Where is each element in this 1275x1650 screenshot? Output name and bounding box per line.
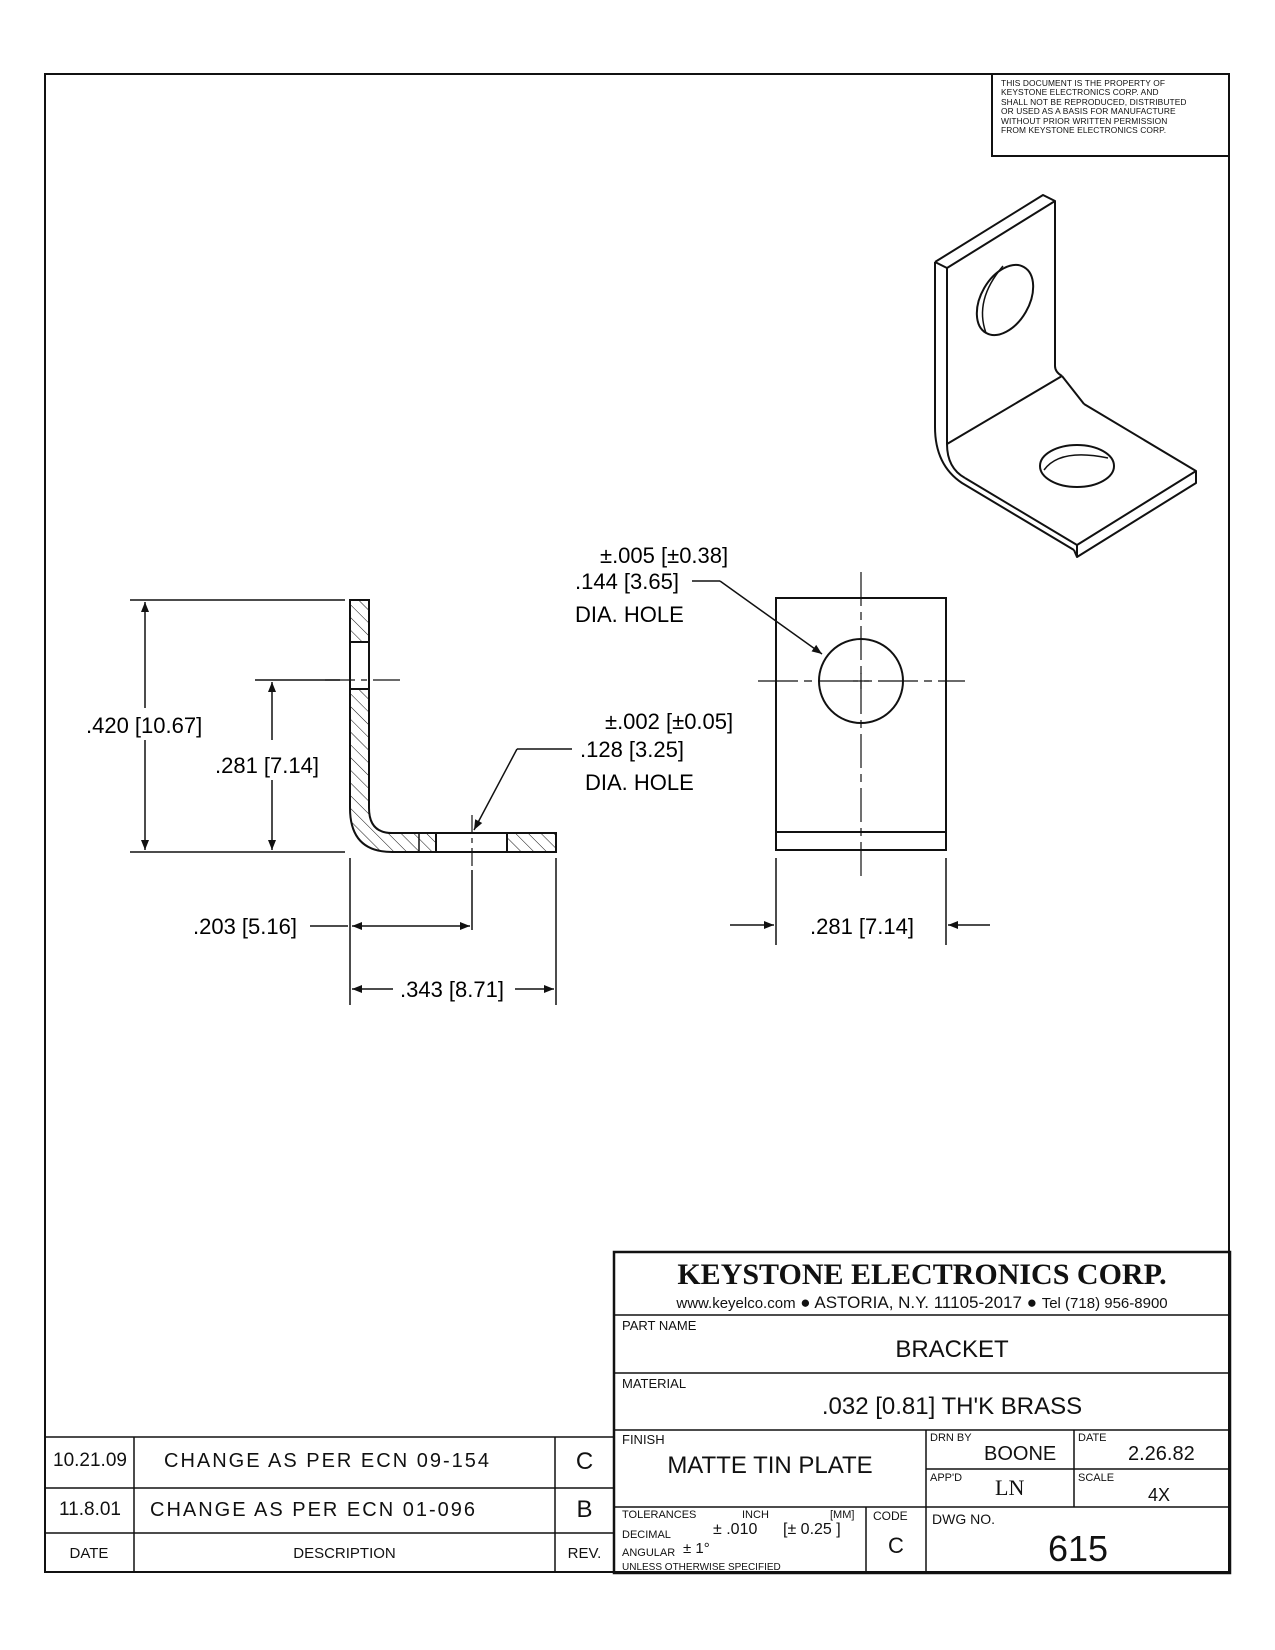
revision-letter-header: REV. <box>567 1545 602 1562</box>
width-dimension: .281 [7.14] <box>810 914 914 939</box>
isometric-view <box>934 194 1197 558</box>
material-label: MATERIAL <box>622 1376 687 1391</box>
hole1-tolerance: ±.005 [±0.38] <box>600 543 728 568</box>
code-label: CODE <box>873 1509 908 1523</box>
revision-block-grid <box>44 1436 614 1573</box>
part-name-label: PART NAME <box>622 1318 697 1333</box>
revision-date-header: DATE <box>69 1545 109 1562</box>
side-section-view <box>325 599 557 870</box>
decimal-tolerance-inch: ± .010 <box>713 1521 758 1538</box>
unless-specified-label: UNLESS OTHERWISE SPECIFIED <box>622 1562 781 1573</box>
company-name: KEYSTONE ELECTRONICS CORP. <box>677 1258 1167 1291</box>
angular-label: ANGULAR <box>622 1547 676 1559</box>
scale-value: 4X <box>1148 1485 1171 1505</box>
mm-label: [MM] <box>830 1509 855 1521</box>
title-block-grid <box>612 1250 1232 1575</box>
revision-date: 10.21.09 <box>53 1450 127 1471</box>
decimal-tolerance-mm: [± 0.25 ] <box>783 1521 841 1538</box>
hole1-size: .144 [3.65] <box>575 569 679 594</box>
front-view <box>758 572 965 945</box>
drawn-by-label: DRN BY <box>930 1432 972 1444</box>
tolerances-label: TOLERANCES <box>622 1509 697 1521</box>
decimal-label: DECIMAL <box>622 1529 671 1541</box>
revision-letter: B <box>576 1496 593 1523</box>
material-value: .032 [0.81] TH'K BRASS <box>821 1393 1083 1420</box>
hole-height-dimension: .281 [7.14] <box>215 753 319 778</box>
revision-date: 11.8.01 <box>59 1499 121 1520</box>
revision-description: CHANGE AS PER ECN 09-154 <box>164 1450 491 1472</box>
code-value: C <box>888 1533 904 1558</box>
drawing-number-label: DWG NO. <box>932 1511 995 1527</box>
revision-letter: C <box>575 1448 594 1475</box>
revision-description: CHANGE AS PER ECN 01-096 <box>150 1499 477 1521</box>
drawing-number: 615 <box>1047 1528 1109 1569</box>
notice-line: FROM KEYSTONE ELECTRONICS CORP. <box>1001 125 1167 136</box>
company-phone: Tel (718) 956-8900 <box>1041 1295 1168 1312</box>
notice-line: SHALL NOT BE REPRODUCED, DISTRIBUTED <box>1001 96 1187 107</box>
property-notice: THIS DOCUMENT IS THE PROPERTY OF KEYSTON… <box>991 73 1230 157</box>
overall-height-dimension: .420 [10.67] <box>86 713 202 738</box>
date-value: 2.26.82 <box>1128 1443 1195 1465</box>
drawn-by-value: BOONE <box>984 1443 1057 1465</box>
part-name: BRACKET <box>895 1336 1009 1363</box>
hole1-label: DIA. HOLE <box>575 602 684 627</box>
hole2-tolerance: ±.002 [±0.05] <box>605 709 733 734</box>
angular-tolerance: ± 1° <box>683 1540 710 1557</box>
hole-offset-dimension: .203 [5.16] <box>193 914 297 939</box>
revision-description-header: DESCRIPTION <box>293 1545 396 1562</box>
inch-label: INCH <box>742 1509 769 1521</box>
side-view-dimensions <box>130 599 572 1005</box>
date-label: DATE <box>1078 1432 1107 1444</box>
finish-value: MATTE TIN PLATE <box>667 1452 873 1479</box>
bullet-icon: ● <box>800 1293 811 1312</box>
company-address: ASTORIA, N.Y. 11105-2017 <box>814 1293 1022 1312</box>
approved-value: LN <box>995 1475 1025 1500</box>
company-website: www.keyelco.com <box>676 1295 796 1312</box>
front-view-dimensions <box>692 580 990 929</box>
approved-label: APP'D <box>930 1472 963 1484</box>
company-contact-line: www.keyelco.com ● ASTORIA, N.Y. 11105-20… <box>620 1293 1224 1313</box>
notice-line: WITHOUT PRIOR WRITTEN PERMISSION <box>1001 115 1168 126</box>
notice-line: KEYSTONE ELECTRONICS CORP. AND <box>1001 87 1159 98</box>
notice-line: THIS DOCUMENT IS THE PROPERTY OF <box>1001 78 1166 88</box>
finish-label: FINISH <box>622 1432 665 1447</box>
hole2-label: DIA. HOLE <box>585 770 694 795</box>
scale-label: SCALE <box>1078 1472 1115 1484</box>
base-length-dimension: .343 [8.71] <box>400 977 504 1002</box>
notice-line: OR USED AS A BASIS FOR MANUFACTURE <box>1001 106 1176 117</box>
bullet-icon: ● <box>1026 1293 1037 1312</box>
hole2-size: .128 [3.25] <box>580 737 684 762</box>
